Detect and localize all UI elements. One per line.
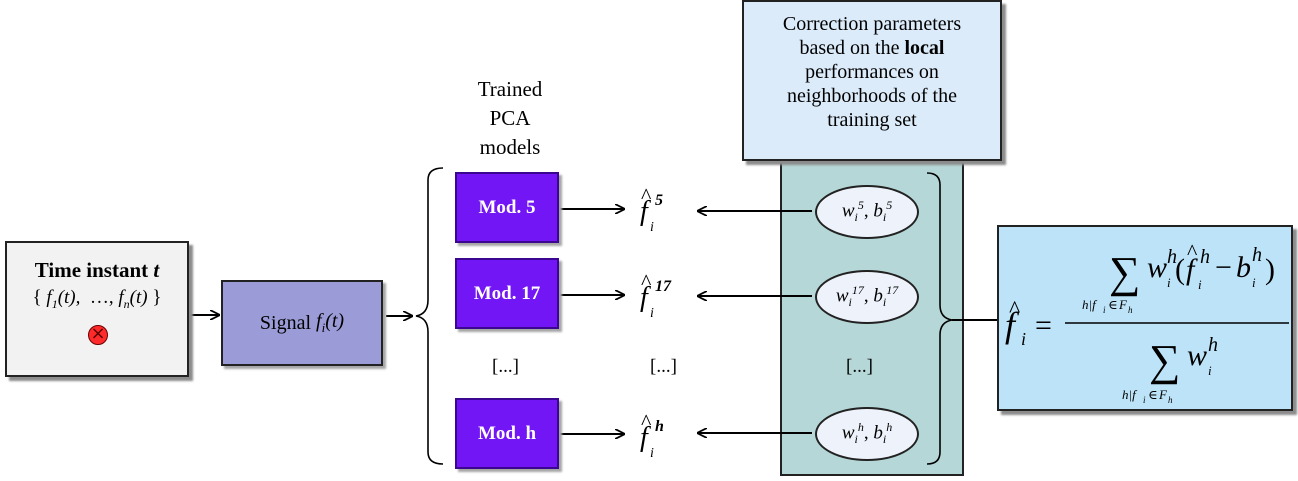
svg-text:∑: ∑	[1109, 248, 1140, 297]
svg-text:h: h	[1168, 395, 1173, 405]
svg-text:h: h	[1200, 246, 1210, 268]
svg-text:F: F	[1158, 387, 1168, 402]
time-instant-box: Time instant t { f1(t), …, fn(t) } ×	[5, 241, 189, 377]
time-marker-icon: ×	[88, 325, 108, 345]
correction-parameters-box: Correction parameters based on the local…	[742, 0, 1002, 161]
svg-text:i: i	[1252, 275, 1256, 290]
signal-set-label: { f1(t), …, fn(t) }	[32, 287, 162, 311]
svg-text:i: i	[1143, 395, 1146, 405]
svg-text:^: ^	[1187, 239, 1198, 264]
svg-text:∈: ∈	[1108, 297, 1118, 312]
svg-text:i: i	[1198, 277, 1202, 292]
params-ellipse-5: wi5, bi5	[815, 185, 919, 239]
svg-text:i: i	[1167, 275, 1171, 290]
svg-text:∈: ∈	[1148, 387, 1158, 402]
models-ellipsis: [...]	[492, 356, 519, 377]
svg-text:w: w	[1187, 339, 1207, 372]
svg-text:w: w	[1147, 251, 1167, 284]
params-ellipsis: [...]	[846, 356, 873, 377]
svg-text:h: h	[1167, 246, 1177, 268]
trained-models-label: Trained PCA models	[477, 77, 543, 159]
svg-text:h: h	[1128, 305, 1133, 315]
estimates-ellipsis: [...]	[650, 356, 677, 377]
params-ellipse-17: wi17, bi17	[815, 270, 919, 324]
svg-text:h|f: h|f	[1122, 387, 1138, 402]
signal-box: Signal fi(t)	[221, 280, 383, 366]
aggregation-formula: f ^ i = ∑ h|f i ∈ F h w h i ( f ^ h i − …	[1005, 239, 1289, 405]
svg-text:i: i	[1208, 363, 1212, 378]
params-brace	[926, 172, 953, 465]
time-instant-title: Time instant t	[34, 258, 160, 282]
svg-text:h: h	[1252, 244, 1262, 266]
svg-text:h|f: h|f	[1082, 297, 1098, 312]
svg-text:b: b	[1236, 251, 1251, 284]
svg-text:^: ^	[1009, 297, 1020, 323]
params-ellipse-h: wih, bih	[815, 407, 919, 461]
model-box-5: Mod. 5	[455, 172, 559, 243]
model-box-h: Mod. h	[455, 398, 559, 469]
aggregation-formula-box: f ^ i = ∑ h|f i ∈ F h w h i ( f ^ h i − …	[997, 225, 1293, 411]
svg-text:h: h	[1208, 334, 1218, 356]
signal-label: Signal	[259, 311, 312, 334]
models-brace	[415, 167, 444, 465]
svg-text:F: F	[1118, 297, 1128, 312]
svg-text:(: (	[1175, 253, 1185, 286]
model-box-17: Mod. 17	[455, 258, 559, 329]
svg-text:∑: ∑	[1149, 336, 1180, 385]
svg-text:): )	[1265, 253, 1275, 286]
svg-text:−: −	[1215, 251, 1232, 284]
svg-text:=: =	[1035, 309, 1052, 342]
svg-text:i: i	[1103, 305, 1106, 315]
svg-text:i: i	[1021, 329, 1026, 349]
